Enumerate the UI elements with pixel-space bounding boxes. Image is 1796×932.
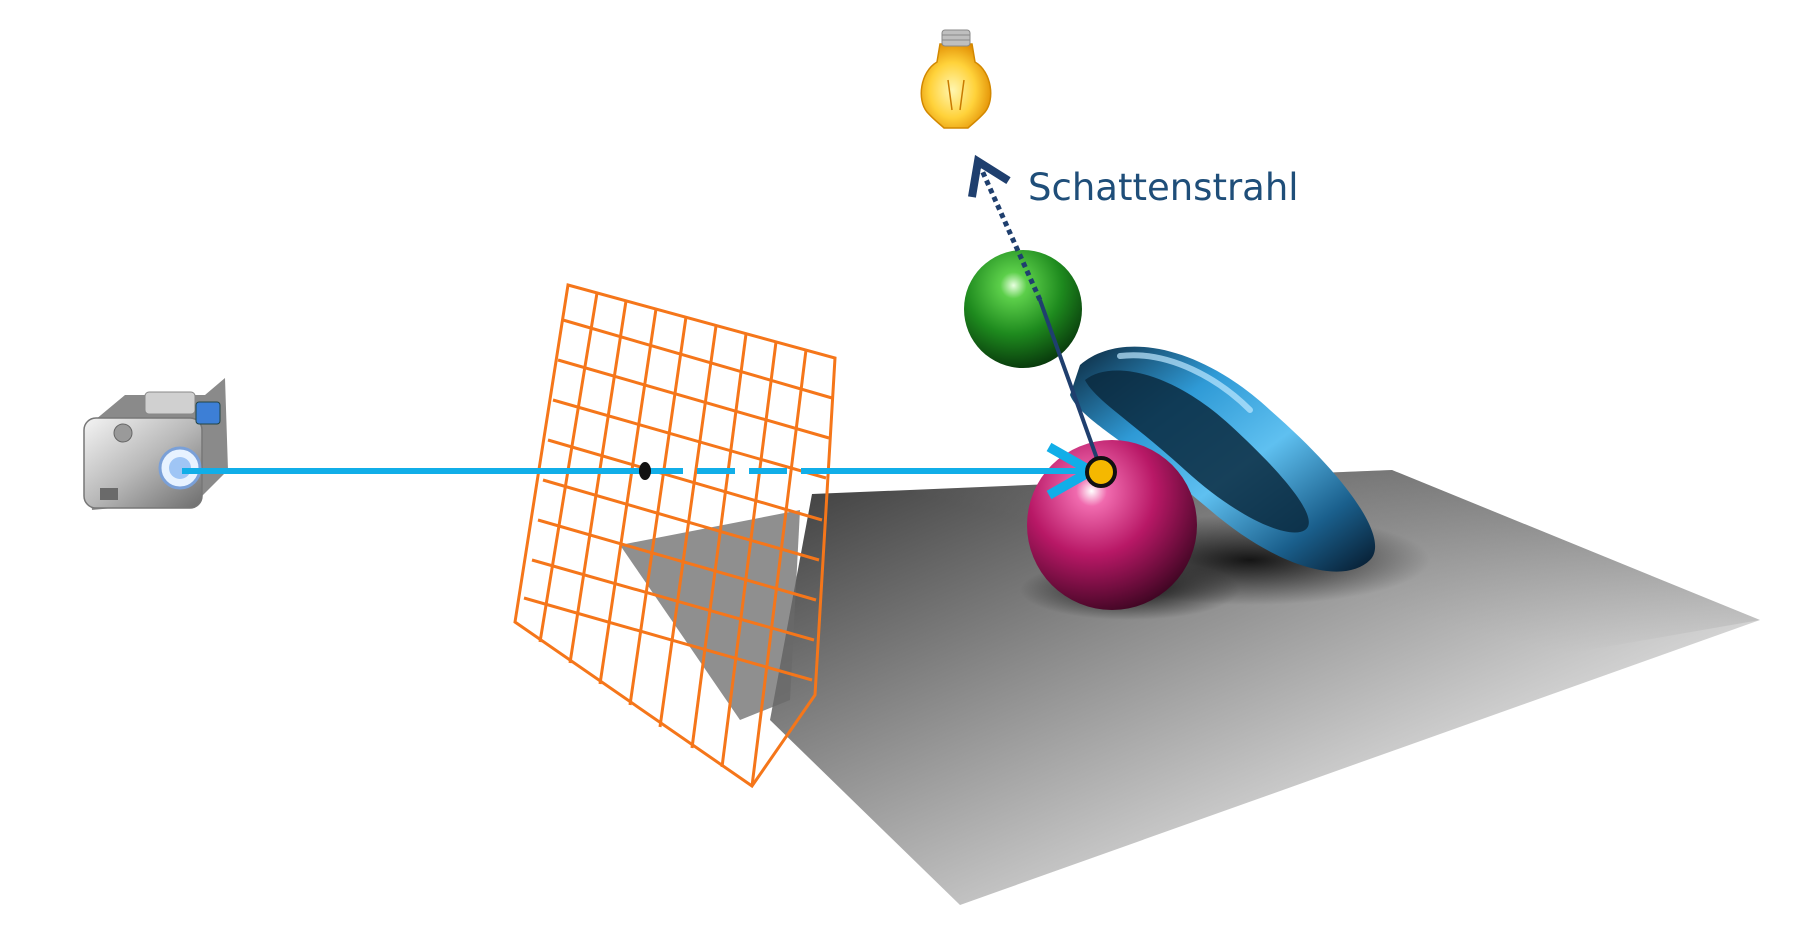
shadow-ray [968,154,1102,468]
shadow-ray-label: Schattenstrahl [1028,166,1299,209]
torus-object [1070,346,1376,572]
light-bulb-icon [920,29,992,129]
camera-icon [83,378,228,510]
image-plane-grid [513,283,837,789]
hit-point [1085,456,1117,488]
pixel-sample-point [639,462,651,480]
